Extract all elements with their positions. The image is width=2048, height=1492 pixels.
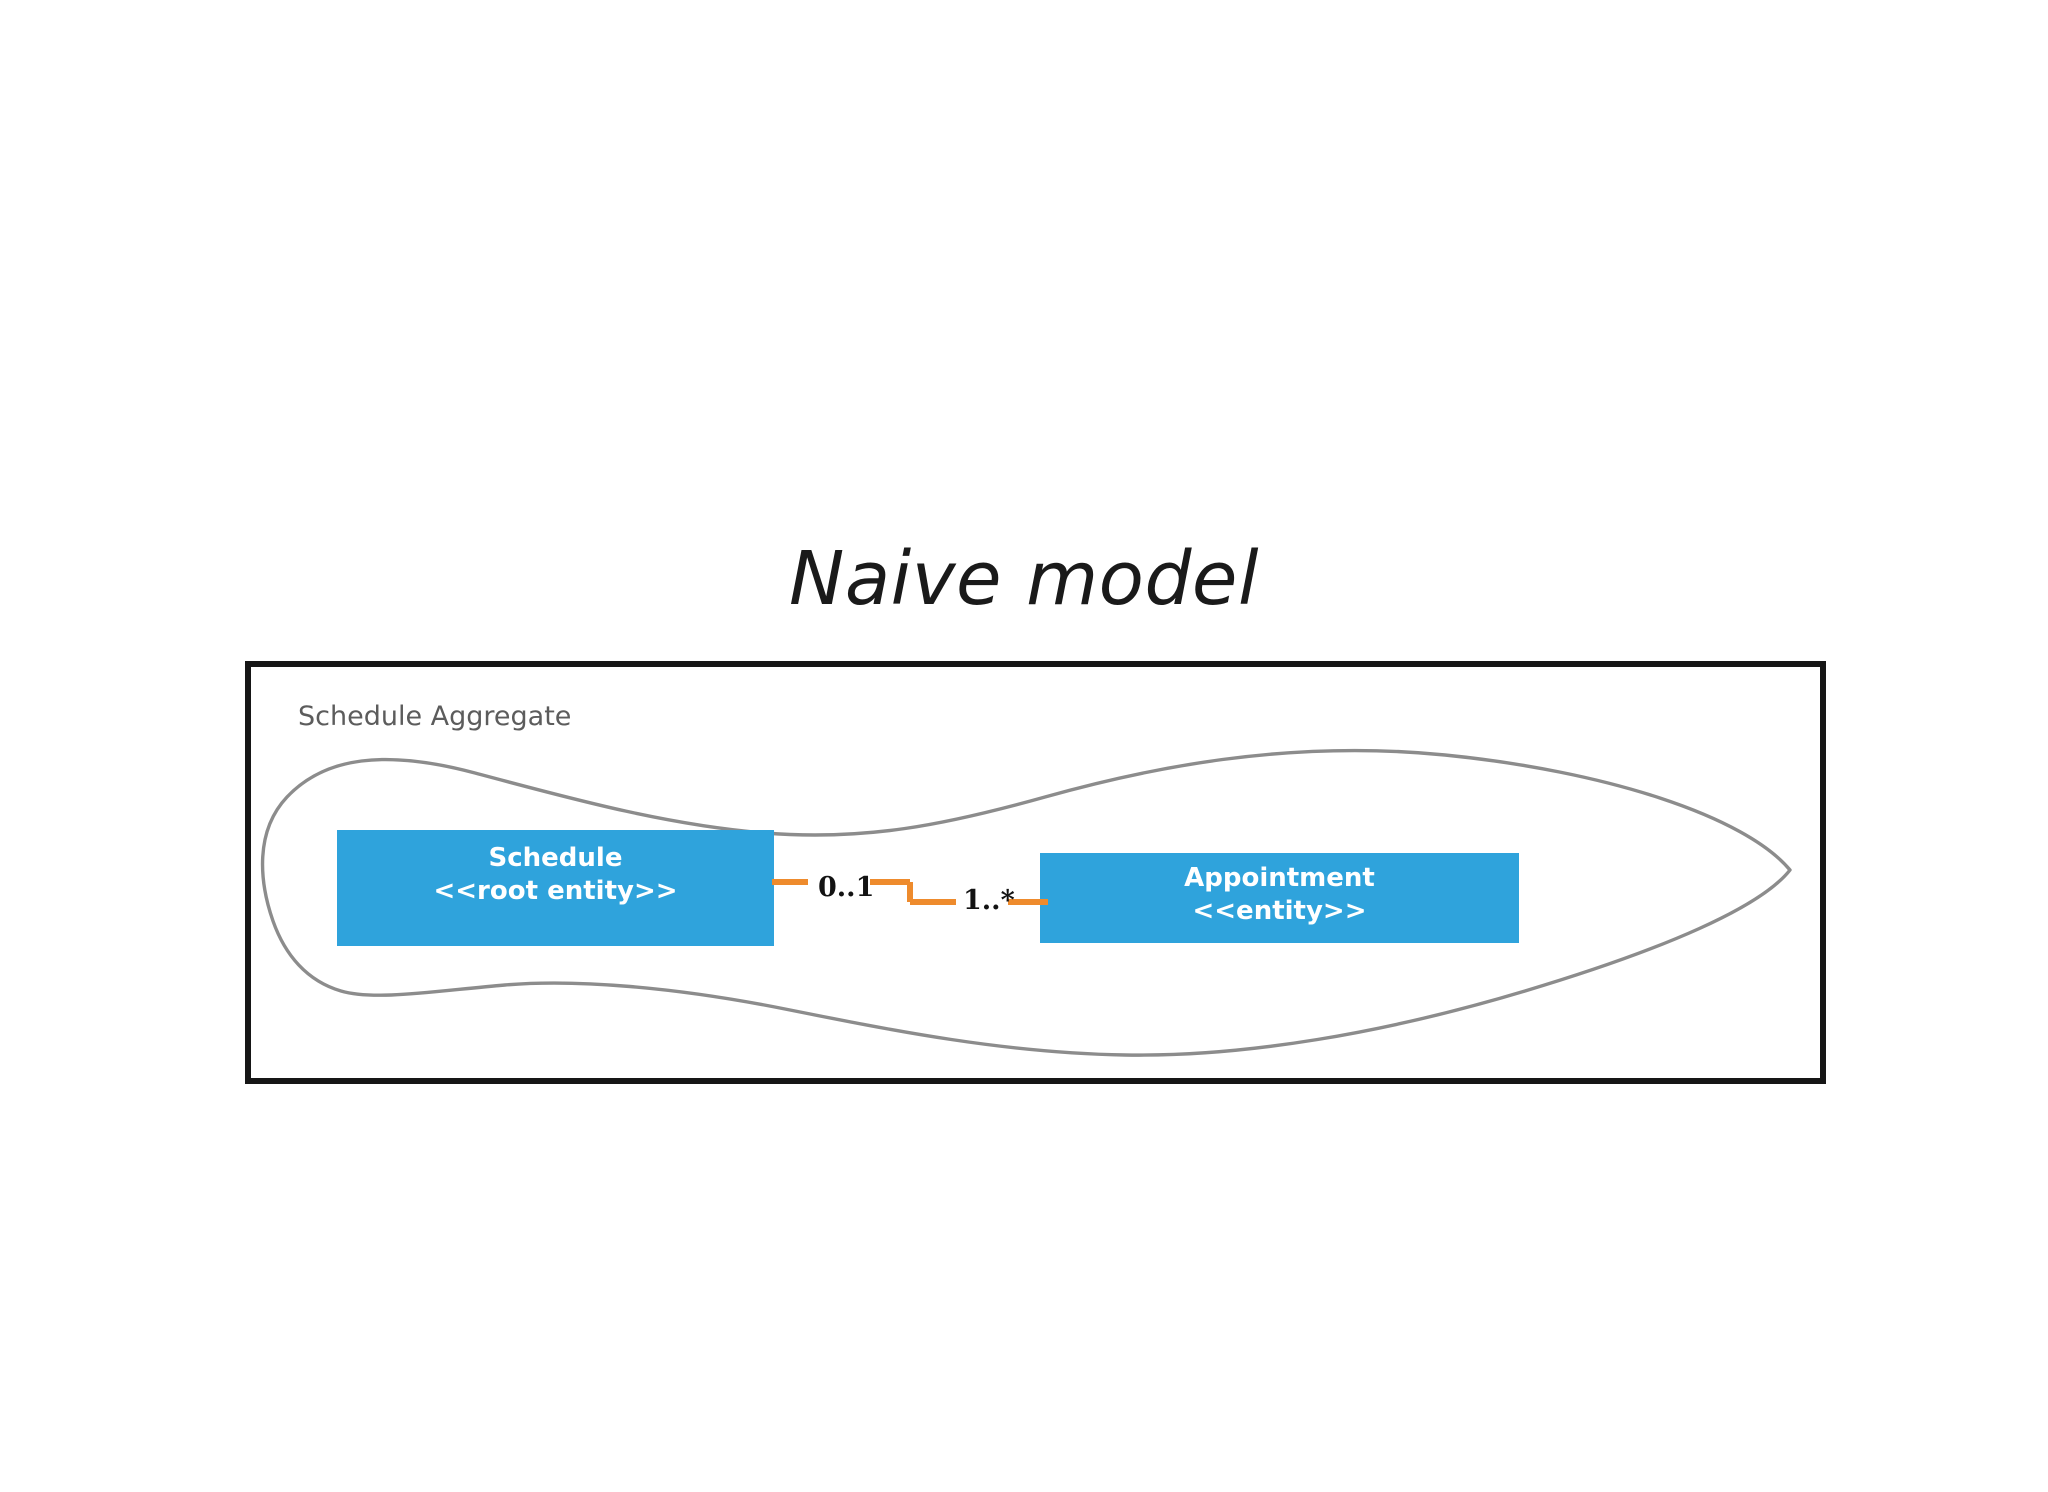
aggregate-boundary-label: Schedule Aggregate bbox=[298, 701, 572, 732]
entity-schedule[interactable]: Schedule <<root entity>> bbox=[337, 830, 774, 946]
entity-appointment-name: Appointment bbox=[1184, 863, 1375, 893]
entity-appointment[interactable]: Appointment <<entity>> bbox=[1040, 853, 1519, 943]
association-target-multiplicity: 1..* bbox=[963, 885, 1015, 916]
association-source-multiplicity: 0..1 bbox=[818, 872, 875, 903]
page-title: Naive model bbox=[788, 536, 1260, 622]
entity-schedule-name: Schedule bbox=[488, 843, 623, 873]
entity-appointment-stereotype: <<entity>> bbox=[1192, 896, 1367, 926]
entity-schedule-stereotype: <<root entity>> bbox=[433, 876, 678, 906]
